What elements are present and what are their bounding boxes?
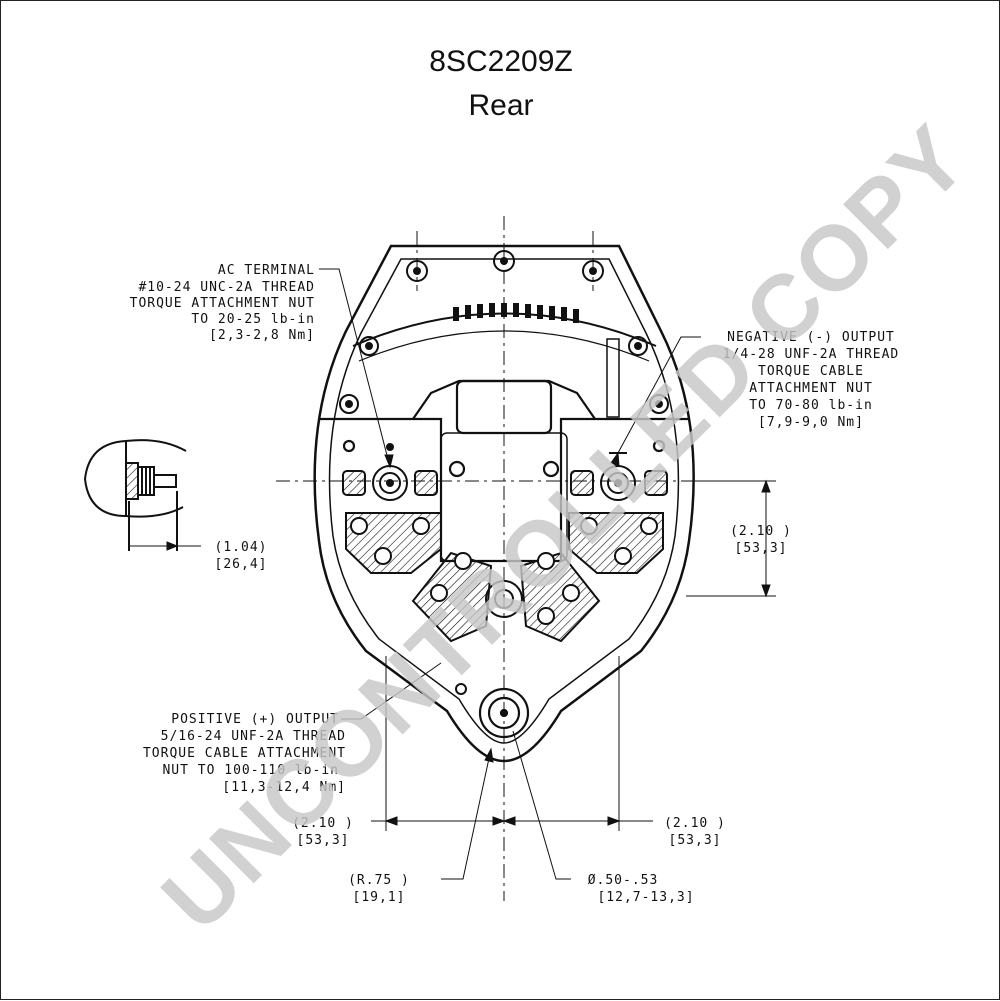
dim-bottom-left-mm: [53,3] <box>297 833 350 848</box>
leader-lines <box>319 268 701 880</box>
positive-output-terminal <box>478 687 530 739</box>
dimension-lines <box>129 479 776 831</box>
dim-diameter-mm: [12,7-13,3] <box>597 890 694 905</box>
terminal-plate <box>319 338 689 563</box>
ac-terminal-line-2: #10-24 UNC-2A THREAD <box>138 280 315 295</box>
negative-output-line-5: TO 70-80 lb-in <box>749 398 873 413</box>
positive-output-line-4: NUT TO 100-110 lb-in <box>162 763 339 778</box>
dim-radius-inch: (R.75 ) <box>348 873 410 888</box>
dim-bottom-right-inch: (2.10 ) <box>664 816 726 831</box>
dim-terminal-mm: [26,4] <box>215 557 268 572</box>
positive-output-line-1: POSITIVE (+) OUTPUT <box>171 712 339 727</box>
positive-output-note: POSITIVE (+) OUTPUT 5/16-24 UNF-2A THREA… <box>143 712 346 795</box>
diode-heat-sinks <box>345 512 664 643</box>
positive-output-line-2: 5/16-24 UNF-2A THREAD <box>161 729 346 744</box>
ac-terminal-line-3: TORQUE ATTACHMENT NUT <box>130 296 315 311</box>
negative-output-line-3: TORQUE CABLE <box>758 364 864 379</box>
terminal-side-detail <box>83 439 187 551</box>
view-subtitle: Rear <box>468 89 534 122</box>
dim-right-mm: [53,3] <box>735 541 788 556</box>
dim-radius-mm: [19,1] <box>353 890 406 905</box>
positive-output-line-5: [11,3-12,4 Nm] <box>222 780 346 795</box>
dimension-labels: (1.04) [26,4] (2.10 ) [53,3] (2.10 ) [53… <box>215 524 792 905</box>
negative-output-line-4: ATTACHMENT NUT <box>749 381 873 396</box>
alternator-housing <box>313 244 695 763</box>
ac-terminal-line-1: AC TERMINAL <box>218 263 315 278</box>
ac-terminal-line-5: [2,3-2,8 Nm] <box>209 328 315 343</box>
positive-output-line-3: TORQUE CABLE ATTACHMENT <box>143 746 346 761</box>
negative-output-note: NEGATIVE (-) OUTPUT 1/4-28 UNF-2A THREAD… <box>723 330 900 430</box>
ac-terminal <box>342 443 438 501</box>
center-boss <box>455 580 523 695</box>
ac-terminal-note: AC TERMINAL #10-24 UNC-2A THREAD TORQUE … <box>130 263 315 343</box>
cooling-slots <box>453 303 579 323</box>
dim-terminal-inch: (1.04) <box>215 540 268 555</box>
negative-output-line-1: NEGATIVE (-) OUTPUT <box>727 330 895 345</box>
part-number-title: 8SC2209Z <box>429 45 573 78</box>
dim-bottom-right-mm: [53,3] <box>669 833 722 848</box>
negative-output-line-2: 1/4-28 UNF-2A THREAD <box>723 347 900 362</box>
negative-output-line-6: [7,9-9,0 Nm] <box>758 415 864 430</box>
dim-bottom-left-inch: (2.10 ) <box>292 816 354 831</box>
top-mounting-bolts <box>339 250 669 414</box>
uncontrolled-copy-watermark: UNCONTROLLED COPY <box>143 106 987 950</box>
dim-right-inch: (2.10 ) <box>730 524 792 539</box>
dim-diameter-inch: Ø.50-.53 <box>588 873 659 888</box>
ac-terminal-line-4: TO 20-25 lb-in <box>191 312 315 327</box>
